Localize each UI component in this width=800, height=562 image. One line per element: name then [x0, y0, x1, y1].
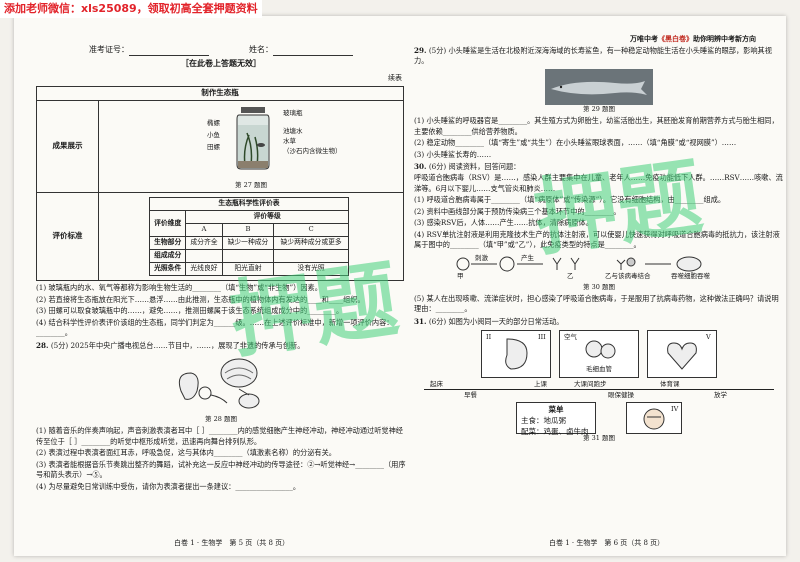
brand-slogan: 万唯中考《黑白卷》助你明辨中考新方向 [630, 35, 756, 43]
activity-panels: III II 空气 毛细血管 V [414, 330, 784, 379]
eval-level-header: 评价等级 [185, 210, 349, 225]
name-field[interactable] [273, 47, 353, 56]
q31: 31. (6分) 如图为小阅同一天的部分日常活动。 [414, 316, 564, 326]
left-column: 准考证号： 姓名： ［在此卷上答题无效］ 续表 制作生态瓶 成果展示 [36, 44, 406, 493]
right-column: 29. (5分) 小头睡鲨是生活在北极附近深海海域的长寿鲨鱼，有一种稳定动物能生… [414, 46, 784, 443]
fig30-caption: 第 30 题图 [583, 282, 615, 291]
shark-photo [545, 68, 653, 105]
q31-lower: 菜单 主食：地瓜粥 配菜：鸡蛋、卤牛肉 IV [414, 402, 784, 436]
q27-items: (1) 玻璃瓶内的水、氧气等都称为影响生物生活的________（填“生物”或“… [36, 283, 394, 338]
fig28-caption: 第 28 题图 [205, 414, 237, 423]
name-label: 姓名： [249, 45, 273, 54]
fig31-caption: 第 31 题图 [583, 434, 615, 443]
table-title: 制作生态瓶 [36, 86, 404, 102]
table-row: 光照条件 光线良好 阳光直射 没有光照 [148, 262, 349, 277]
level-b: B [221, 223, 275, 238]
ticket-field[interactable] [129, 47, 209, 56]
table-row: 生物部分 成分齐全 缺少一种成分 缺少两种成分或更多 [148, 236, 349, 251]
label-gravel: （沙石内含微生物） [283, 147, 342, 156]
label-waterweed: 水草 [283, 137, 296, 146]
q29: 29. (5分) 小头睡鲨是生活在北极附近深海海域的长寿鲨鱼，有一种稳定动物能生… [414, 46, 772, 66]
eval-dim-header: 评价维度 [148, 210, 187, 238]
bottle-figure: 玻璃瓶 池塘水 水草 （沙石内含微生物） 椭螺 小鱼 田螺 第 27 题图 [98, 100, 404, 194]
exam-header: 准考证号： 姓名： [36, 44, 406, 56]
alveolus-icon [585, 340, 616, 359]
row-label-results: 成果展示 [36, 100, 99, 194]
label-pond-water: 池塘水 [283, 127, 303, 136]
footer-left: 白卷 1 · 生物学 第 5 页（共 8 页） [174, 538, 290, 547]
immune-svg [456, 256, 702, 272]
eval-table: 生态瓶科学性评价表 评价维度 评价等级 A B C 生物部分 成分齐全 [148, 197, 349, 277]
exam-paper: 万唯中考《黑白卷》助你明辨中考新方向 准考证号： 姓名： ［在此卷上答题无效］ … [14, 16, 786, 556]
ticket-label: 准考证号： [89, 45, 129, 54]
eco-bottle-table: 制作生态瓶 成果展示 玻璃瓶 池塘水 水草 （沙石内含微生物） [36, 86, 404, 282]
fig27-caption: 第 27 题图 [235, 180, 267, 189]
eye-exercise-panel: IV [626, 402, 682, 435]
heart-panel: V [647, 330, 717, 379]
daily-timeline: 起床 上课 大课间跑步 体育课 早餐 眼保健操 放学 [424, 380, 774, 400]
footer-right: 白卷 1 · 生物学 第 6 页（共 8 页） [549, 538, 665, 547]
answer-notice: ［在此卷上答题无效］ [181, 57, 261, 68]
eval-area: 生态瓶科学性评价表 评价维度 评价等级 A B C 生物部分 成分齐全 [98, 192, 404, 282]
face-icon [643, 408, 665, 430]
continued-label: 续表 [388, 74, 402, 83]
q28: 28. (5分) 2025年中央广播电视总台……节目中，……，展现了非遗的传承与… [36, 340, 305, 350]
digestive-panel: III II [481, 330, 551, 379]
table-row: 组成成分 [148, 249, 349, 264]
q28-items: (1) 随着音乐的伴奏声响起，声音刺激表演者耳中［ ］________内的感觉细… [36, 426, 406, 491]
label-glass-bottle: 玻璃瓶 [283, 109, 303, 118]
stomach-icon [505, 338, 528, 370]
lung-panel: 空气 毛细血管 [559, 330, 639, 379]
fig29-caption: 第 29 题图 [583, 104, 615, 113]
ear-brain-diagram [178, 358, 260, 409]
promo-banner: 添加老师微信：xls25089，领取初高全套押题资料 [0, 0, 262, 18]
eval-title: 生态瓶科学性评价表 [149, 197, 349, 212]
label-snail: 椭螺 [207, 119, 220, 128]
q30: 30. (6分) 阅读资料，回答问题： 呼吸道合胞病毒（RSV）是……，感染人群… [414, 162, 783, 250]
immune-diagram: 甲 刺激 产生 乙 乙与该病毒结合 吞噬细胞吞噬 [449, 254, 749, 280]
level-c: C [273, 223, 349, 238]
q29-items: (1) 小头睡鲨的呼吸器官是________。其生殖方式为卵胎生，幼鲨活胎出生，… [414, 116, 779, 159]
label-small-fish: 小鱼 [207, 131, 220, 140]
label-field-snail: 田螺 [207, 143, 220, 152]
level-a: A [185, 223, 223, 238]
row-label-criteria: 评价标准 [36, 192, 99, 282]
menu-card: 菜单 主食：地瓜粥 配菜：鸡蛋、卤牛肉 [516, 402, 596, 436]
heart-icon [667, 342, 697, 371]
jar-illustration [236, 107, 270, 170]
